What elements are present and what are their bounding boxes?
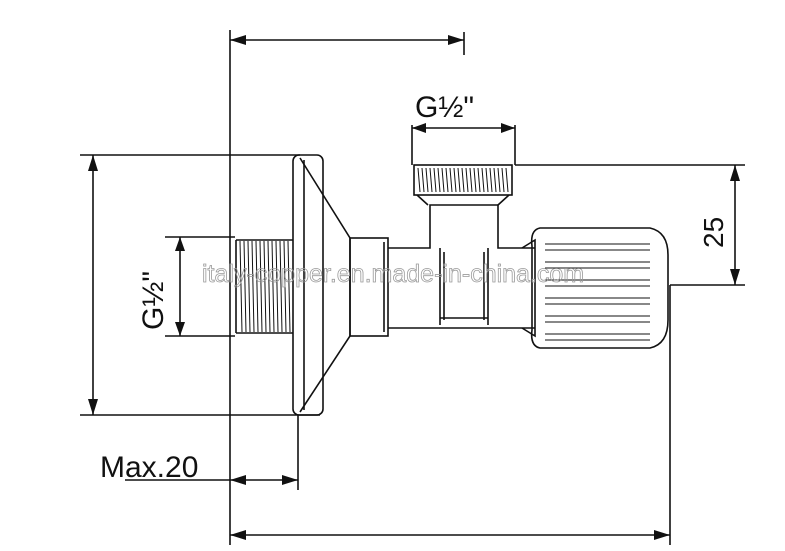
dimension-lines bbox=[80, 30, 745, 545]
inlet-thread bbox=[235, 239, 293, 334]
hatch-line bbox=[477, 167, 481, 193]
hatch-line bbox=[441, 167, 445, 193]
body-collar bbox=[349, 237, 389, 337]
hatch-line bbox=[473, 167, 477, 193]
hatch-line bbox=[263, 240, 267, 333]
hatch-line bbox=[271, 240, 275, 333]
hatch-line bbox=[433, 167, 437, 193]
hatch-line bbox=[287, 240, 291, 333]
hatch-line bbox=[279, 240, 283, 333]
hatch-line bbox=[247, 240, 251, 333]
hatch-line bbox=[417, 167, 421, 193]
hatch-line bbox=[505, 167, 509, 193]
dimension-arrows bbox=[88, 35, 740, 540]
hatch-line bbox=[255, 240, 259, 333]
hatch-line bbox=[243, 240, 247, 333]
hatch-line bbox=[497, 167, 501, 193]
hatch-line bbox=[239, 240, 243, 333]
hatch-line bbox=[489, 167, 493, 193]
hatch-line bbox=[485, 167, 489, 193]
hatch-line bbox=[469, 167, 473, 193]
valve-body bbox=[235, 154, 669, 416]
hatch-line bbox=[267, 240, 271, 333]
hatch-line bbox=[425, 167, 429, 193]
hatch-line bbox=[259, 240, 263, 333]
hatch-line bbox=[445, 167, 449, 193]
watermark-text: italy-copper.en.made-in-china.com bbox=[202, 260, 584, 288]
flange-plate bbox=[292, 154, 324, 416]
hatch-line bbox=[251, 240, 255, 333]
max-dimension-label: Max.20 bbox=[100, 451, 198, 484]
hatch-line bbox=[429, 167, 433, 193]
hatch-line bbox=[449, 167, 453, 193]
hatch-line bbox=[275, 240, 279, 333]
hatch-line bbox=[493, 167, 497, 193]
hatch-line bbox=[501, 167, 505, 193]
hatch-line bbox=[465, 167, 469, 193]
hatch-line bbox=[461, 167, 465, 193]
end-cap-neck bbox=[521, 238, 536, 338]
hatch-line bbox=[481, 167, 485, 193]
center-stem bbox=[439, 248, 489, 325]
height-dimension-label: 25 bbox=[698, 217, 729, 248]
top-thread-label: G½" bbox=[415, 91, 474, 124]
thread-hatching bbox=[239, 167, 650, 341]
outlet-thread bbox=[413, 164, 513, 196]
hatch-line bbox=[421, 167, 425, 193]
hatch-line bbox=[437, 167, 441, 193]
left-thread-label: G½" bbox=[137, 271, 170, 330]
handwheel bbox=[530, 227, 669, 349]
hatch-line bbox=[283, 240, 287, 333]
outlet-neck bbox=[429, 204, 499, 236]
hatch-line bbox=[457, 167, 461, 193]
hatch-line bbox=[453, 167, 457, 193]
